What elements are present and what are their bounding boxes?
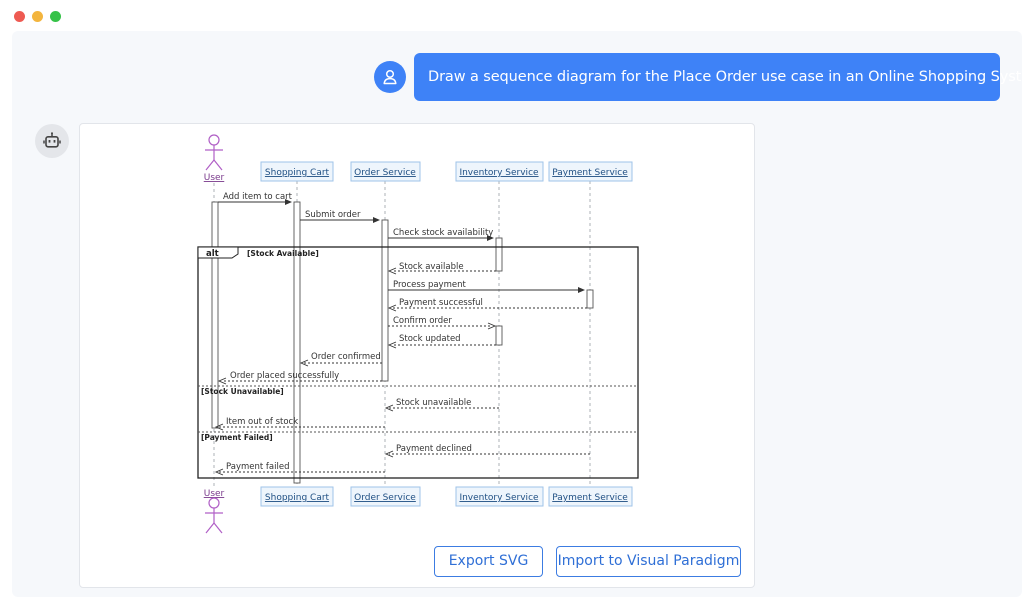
activation-payment: [586, 289, 594, 309]
participant-box-shopping-cart-top: [260, 161, 334, 182]
participant-box-inventory-service-bottom: [455, 486, 544, 507]
participant-label-shopping-cart-top: Shopping Cart: [265, 168, 330, 178]
participant-label-inventory-service-bottom: Inventory Service: [459, 493, 539, 503]
participant-box-order-service-bottom: [350, 486, 421, 507]
participant-box-order-service-top: [350, 161, 421, 182]
actor-user-top: [205, 134, 223, 171]
message-label-stock-updated: Stock updated: [399, 334, 461, 344]
participant-label-payment-service-bottom: Payment Service: [552, 493, 628, 503]
activation-order-service: [381, 219, 389, 382]
message-label-payment-successful: Payment successful: [399, 298, 483, 308]
activation-inventory-1: [495, 237, 503, 272]
actor-label-user-bottom: User: [204, 489, 225, 499]
participant-box-shopping-cart-bottom: [260, 486, 334, 507]
message-label-stock-unavailable: Stock unavailable: [396, 398, 471, 408]
message-arrowhead-submit-order: [373, 217, 380, 223]
message-label-payment-failed: Payment failed: [226, 462, 289, 472]
message-label-confirm-order: Confirm order: [393, 316, 452, 326]
message-label-payment-declined: Payment declined: [396, 444, 472, 454]
message-label-add-item: Add item to cart: [223, 192, 293, 202]
message-label-stock-available: Stock available: [399, 262, 464, 272]
activation-shopping-cart: [293, 201, 301, 484]
message-arrowhead-stock-available: [387, 267, 397, 275]
message-arrowhead-check-stock: [487, 235, 494, 241]
message-arrowhead-order-placed: [217, 377, 227, 385]
maximize-window-dot[interactable]: [50, 11, 61, 22]
message-arrowhead-order-confirmed: [299, 359, 309, 367]
participant-label-payment-service-top: Payment Service: [552, 168, 628, 178]
message-label-item-out-of-stock: Item out of stock: [226, 417, 298, 427]
user-avatar: [374, 61, 406, 93]
message-arrowhead-payment-declined: [384, 450, 394, 458]
alt-fragment: [197, 246, 639, 479]
bot-avatar: [35, 124, 69, 158]
guard-stock-unavailable: [Stock Unavailable]: [201, 387, 284, 396]
participant-label-inventory-service-top: Inventory Service: [459, 168, 539, 178]
message-arrowhead-payment-failed: [214, 468, 224, 476]
minimize-window-dot[interactable]: [32, 11, 43, 22]
participant-label-order-service-bottom: Order Service: [354, 493, 416, 503]
message-label-order-confirmed: Order confirmed: [311, 352, 381, 362]
message-arrowhead-process-payment: [578, 287, 585, 293]
user-icon: [383, 69, 397, 85]
message-label-submit-order: Submit order: [305, 210, 361, 220]
message-arrowhead-item-out-of-stock: [214, 423, 224, 431]
alt-fragment-tab: [197, 246, 239, 259]
export-svg-button[interactable]: Export SVG: [434, 546, 543, 577]
message-arrowhead-confirm-order: [487, 322, 497, 330]
guard-stock-available: [Stock Available]: [247, 249, 319, 258]
actor-user-bottom: [205, 497, 223, 534]
message-arrowhead-add-item: [285, 199, 292, 205]
activation-user: [211, 201, 219, 429]
message-arrowhead-stock-unavailable: [384, 404, 394, 412]
message-label-order-placed: Order placed successfully: [230, 371, 339, 381]
diagram-card: [79, 123, 755, 588]
participant-box-payment-service-bottom: [548, 486, 633, 507]
activation-inventory-2: [495, 325, 503, 346]
robot-icon: [43, 132, 61, 148]
participant-box-inventory-service-top: [455, 161, 544, 182]
message-label-process-payment: Process payment: [393, 280, 466, 290]
import-visual-paradigm-button[interactable]: Import to Visual Paradigm: [556, 546, 741, 577]
message-arrowhead-stock-updated: [387, 341, 397, 349]
close-window-dot[interactable]: [14, 11, 25, 22]
participant-label-shopping-cart-bottom: Shopping Cart: [265, 493, 330, 503]
user-message-bubble: Draw a sequence diagram for the Place Or…: [414, 53, 1034, 101]
message-label-check-stock: Check stock availability: [393, 228, 493, 238]
participant-label-order-service-top: Order Service: [354, 168, 416, 178]
actor-label-user-top: User: [204, 173, 225, 183]
guard-payment-failed: [Payment Failed]: [201, 433, 273, 442]
participant-box-payment-service-top: [548, 161, 633, 182]
alt-operator-label: alt: [206, 249, 219, 259]
message-arrowhead-payment-successful: [387, 304, 397, 312]
